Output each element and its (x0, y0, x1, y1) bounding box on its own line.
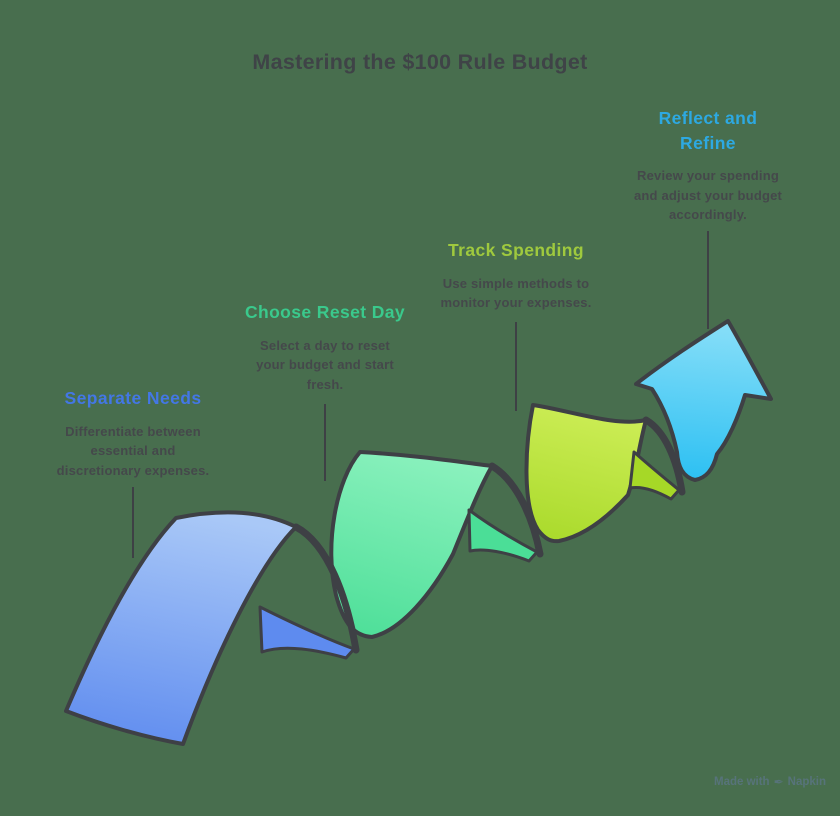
watermark-prefix: Made with (714, 776, 770, 788)
watermark-brand: Napkin (787, 776, 826, 788)
blue-band-face (64, 510, 298, 746)
step-body-line: and adjust your budget (633, 187, 783, 203)
made-with-napkin-watermark: Made with ✒ Napkin (714, 776, 826, 788)
step-heading: Separate Needs (64, 388, 202, 408)
lime-band-face (524, 403, 648, 544)
step-block-track-spending: Track Spending Use simple methods to mon… (401, 238, 631, 313)
ribbon-segment-arrow (634, 319, 773, 482)
ribbon-segment-lime (524, 403, 686, 544)
ribbon-segment-blue (64, 510, 360, 746)
green-band-underside (467, 508, 539, 563)
blue-fold-loop (292, 523, 360, 654)
green-fold-loop (488, 462, 544, 558)
step-body-line: accordingly. (668, 207, 747, 222)
green-band-face (329, 450, 494, 639)
connector-lines (132, 231, 709, 558)
pen-nib-icon: ✒ (773, 775, 784, 789)
step-body: Select a day to reset your budget and st… (215, 336, 435, 395)
step-heading-line: Reflect and (658, 108, 758, 128)
lime-band-underside (628, 450, 681, 501)
page-title: Mastering the $100 Rule Budget (252, 50, 588, 74)
step-body-line: fresh. (306, 376, 344, 392)
step-block-separate-needs: Separate Needs Differentiate between ess… (28, 386, 238, 480)
step-body-line: your budget and start (256, 357, 394, 372)
step-body: Review your spending and adjust your bud… (603, 166, 813, 225)
step-body-line: Select a day to reset (260, 337, 390, 353)
blue-band-underside (258, 605, 356, 660)
step-heading: Track Spending (448, 240, 584, 260)
arrow-up-shape (634, 319, 773, 482)
step-body: Differentiate between essential and disc… (28, 422, 238, 481)
step-body: Use simple methods to monitor your expen… (401, 274, 631, 313)
ribbon-segment-green (329, 450, 544, 639)
step-body-line: Use simple methods to (442, 275, 590, 291)
step-block-choose-reset-day: Choose Reset Day Select a day to reset y… (215, 300, 435, 394)
step-heading-line: Refine (680, 132, 736, 153)
step-heading: Reflect and Refine (603, 106, 813, 155)
step-heading: Choose Reset Day (244, 302, 406, 322)
step-body-line: Review your spending (637, 168, 779, 183)
lime-fold-loop (642, 416, 686, 496)
step-body-line: monitor your expenses. (440, 295, 592, 310)
step-body-line: discretionary expenses. (56, 462, 210, 478)
step-body-line: Differentiate between (65, 423, 201, 439)
step-body-line: essential and (90, 443, 176, 458)
step-block-reflect-and-refine: Reflect and Refine Review your spending … (603, 106, 813, 225)
